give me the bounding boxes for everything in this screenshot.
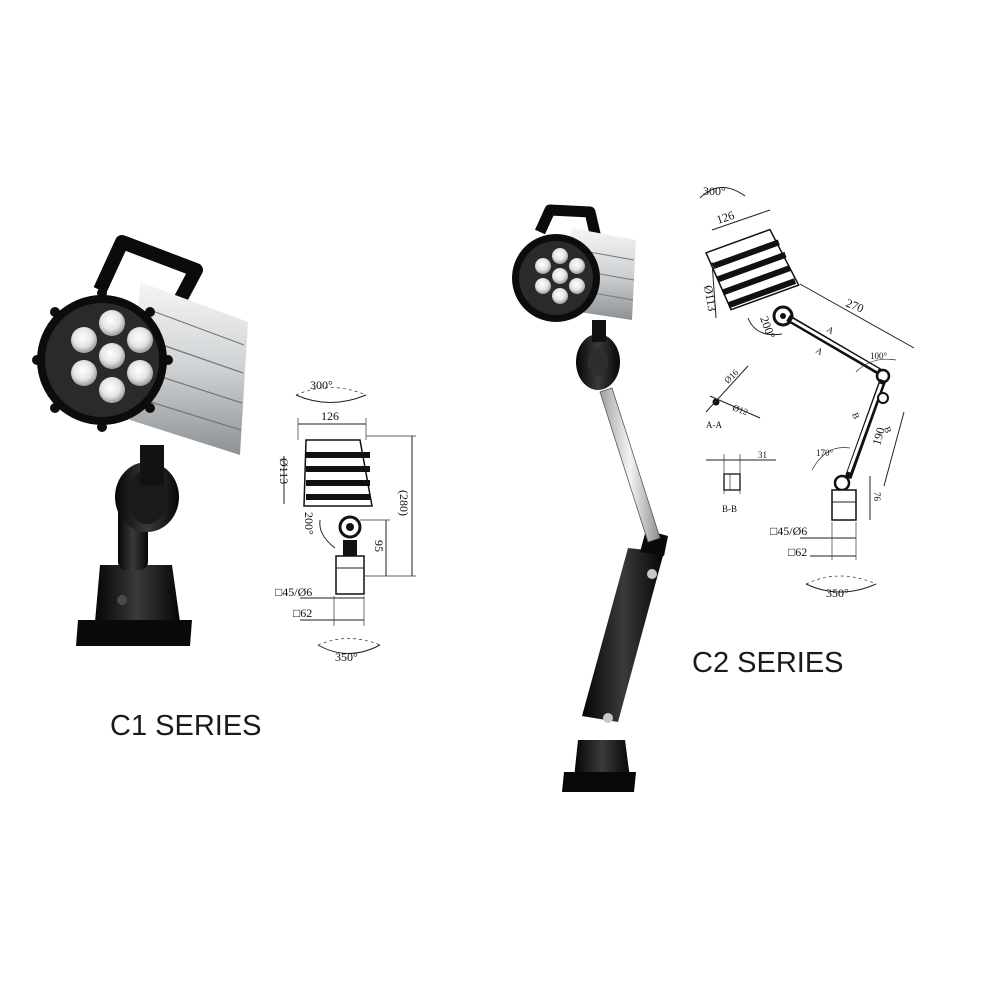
c2-rotation-base: 350° <box>826 586 849 600</box>
c2-lamp-photo <box>512 204 668 792</box>
c2-lower-arm: 190 <box>869 426 887 447</box>
c2-series-label: C2 SERIES <box>692 647 844 679</box>
c1-dimension-drawing: 300° 126 Ø113 200° (280) 95 <box>275 378 416 664</box>
c2-lower-angle: 170° <box>816 448 834 458</box>
c1-width: 126 <box>321 409 339 423</box>
c2-section-aa-label: A-A <box>706 420 722 430</box>
c2-section-bb-width: 31 <box>758 450 767 460</box>
c2-dimension-drawing: 300° 126 Ø113 200° 270 A A 100° <box>699 184 915 600</box>
c2-section-aa-outer: Ø16 <box>722 367 740 385</box>
c1-base-square: □45/Ø6 <box>275 585 312 599</box>
c2-marker-b: B <box>850 411 861 420</box>
c1-series-label: C1 SERIES <box>110 710 262 742</box>
c1-height-total: (280) <box>397 490 411 516</box>
c2-marker-a: A <box>825 324 836 336</box>
c1-height-base: 95 <box>372 540 386 552</box>
c2-elbow-angle: 100° <box>870 351 888 361</box>
c1-lamp-photo <box>32 235 248 646</box>
c2-section-aa-inner: Ø12 <box>731 402 749 417</box>
c1-base-outer: □62 <box>293 606 312 620</box>
c2-marker-b-2: B <box>882 425 893 434</box>
c1-rotation-base: 350° <box>335 650 358 664</box>
c1-led-array <box>71 310 153 403</box>
c1-rotation-top: 300° <box>310 378 333 392</box>
c2-section-aa: Ø16 Ø12 A-A <box>705 365 761 430</box>
c2-section-bb-label: B-B <box>722 504 737 514</box>
c2-marker-a-2: A <box>814 345 825 357</box>
c2-diameter: Ø113 <box>701 284 719 312</box>
c2-base-height: 76 <box>872 492 882 502</box>
c1-diameter: Ø113 <box>277 458 291 484</box>
c1-tilt: 200° <box>302 512 316 535</box>
c2-rotation-top: 300° <box>703 184 726 198</box>
c2-led-array <box>535 248 585 304</box>
c2-section-bb: 31 B-B <box>706 450 776 514</box>
c2-arm-length: 270 <box>844 296 866 316</box>
c2-base-outer: □62 <box>788 545 807 559</box>
c2-width: 126 <box>715 208 736 227</box>
c2-base-square: □45/Ø6 <box>770 524 807 538</box>
